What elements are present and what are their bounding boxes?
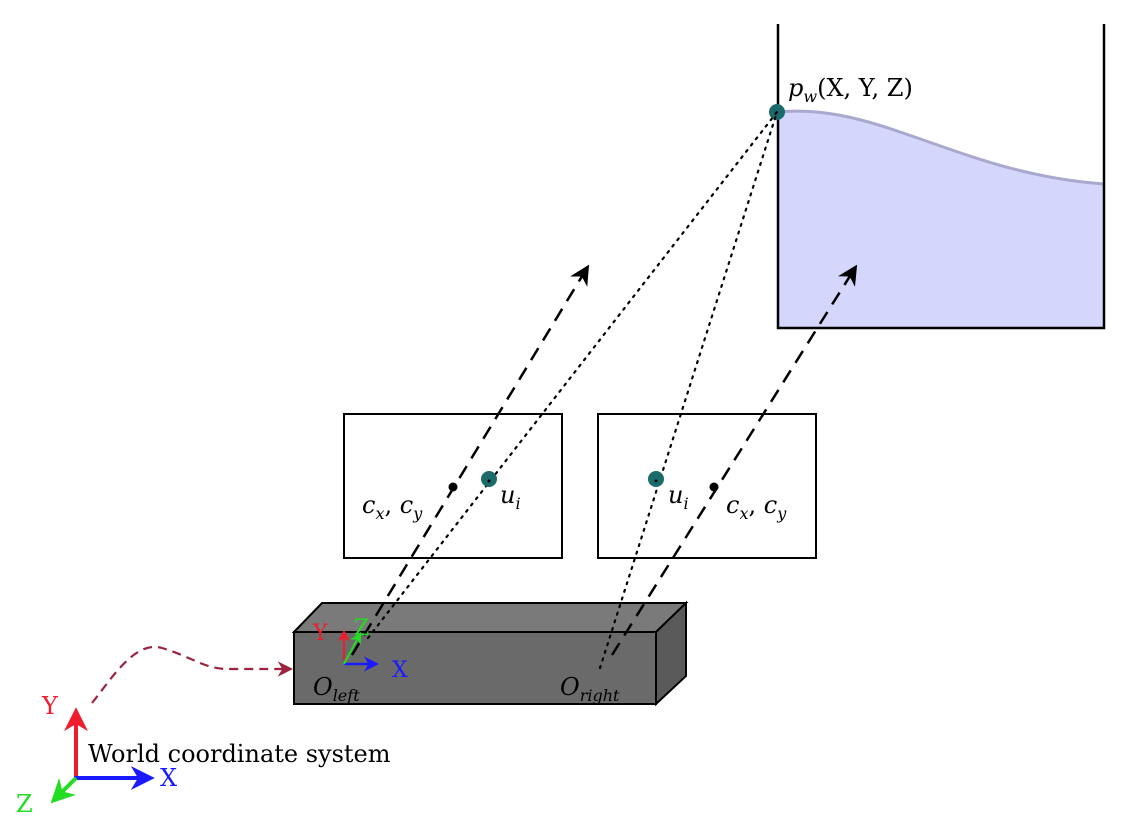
world-coordinate-label: World coordinate system xyxy=(88,740,391,768)
world-y-label: Y xyxy=(41,692,59,720)
right-principal-point xyxy=(709,482,719,492)
left-camera-x-label: X xyxy=(392,658,408,683)
fluid-surface xyxy=(777,109,1105,186)
right-origin-label: Oright xyxy=(560,673,620,705)
left-projected-dot xyxy=(487,479,491,483)
right-projected-point xyxy=(648,471,664,487)
right-principal-label: cx, cy xyxy=(726,491,787,523)
left-camera-axes xyxy=(338,629,379,672)
tank-walls xyxy=(776,24,1106,330)
left-origin-label: Oleft xyxy=(313,673,360,705)
right-projected-dot xyxy=(654,479,658,483)
world-to-camera-link xyxy=(91,645,294,704)
projection-rays xyxy=(366,110,779,670)
world-x-label: X xyxy=(160,764,177,792)
fluid-region xyxy=(778,111,1104,329)
left-principal-point xyxy=(448,482,458,492)
optical-axes xyxy=(350,264,858,656)
left-camera-y-label: Y xyxy=(312,621,328,646)
left-projected-point xyxy=(481,471,497,487)
left-principal-label: cx, cy xyxy=(362,491,423,523)
fluid-tank xyxy=(776,24,1106,330)
world-axes xyxy=(50,707,155,804)
world-z-label: Z xyxy=(16,790,33,818)
world-point-label: pw(X, Y, Z) xyxy=(788,74,913,106)
left-camera-z-label: Z xyxy=(354,616,369,641)
right-image-plane xyxy=(597,413,817,559)
left-projected-label: ui xyxy=(500,481,521,513)
right-projected-label: ui xyxy=(668,481,689,513)
